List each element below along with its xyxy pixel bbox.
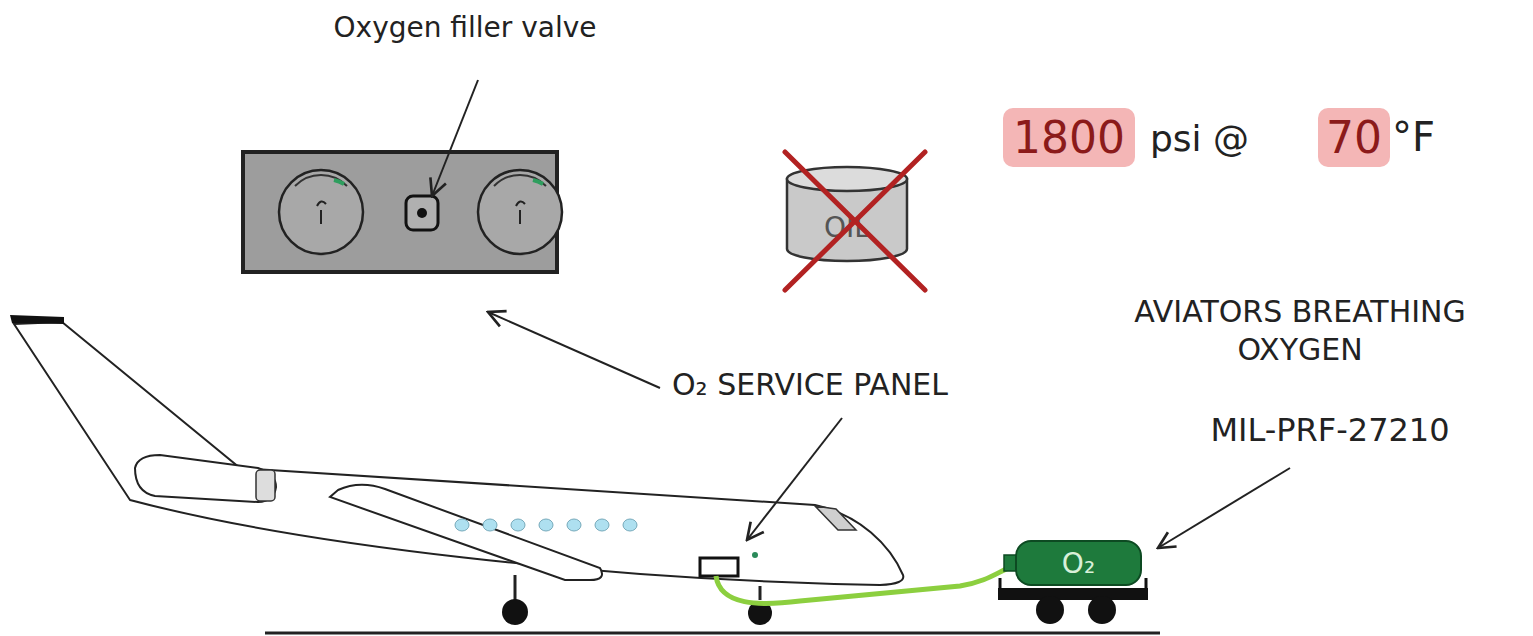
leader-arrow [1158, 468, 1290, 548]
cabin-window [511, 519, 525, 531]
temperature-value: 70 [1318, 108, 1390, 167]
service-panel [700, 558, 738, 576]
unit-label: °F [1392, 112, 1435, 162]
oil-can: OIL [783, 165, 911, 265]
cabin-windows [455, 519, 637, 531]
gauge-scale [494, 175, 546, 186]
gauge-needle [317, 201, 326, 224]
callout-label: AVIATORS BREATHING OXYGEN [1090, 293, 1510, 368]
wing [330, 485, 602, 580]
cabin-window [455, 519, 469, 531]
cart-base [998, 588, 1148, 600]
node-text: OIL [824, 211, 870, 244]
oxygen-cylinder: O₂ [1015, 540, 1142, 586]
service-panel-dot [752, 552, 758, 558]
callout-label: O₂ SERVICE PANEL [672, 366, 948, 404]
fuselage [14, 322, 903, 585]
leader-arrow [488, 312, 660, 388]
filler-valve-port [417, 208, 427, 218]
unit-label: psi @ [1150, 116, 1249, 161]
cabin-window [567, 519, 581, 531]
cabin-window [595, 519, 609, 531]
specification-label: MIL-PRF-27210 [1130, 410, 1530, 450]
prohibition-cross [785, 152, 925, 290]
pressure-gauge [478, 170, 562, 254]
node-text: O₂ [1062, 547, 1095, 580]
filler-valve [406, 196, 438, 230]
landing-gear-wheel [502, 599, 528, 625]
gauge-scale [295, 175, 347, 186]
gauge-green-band [334, 180, 344, 184]
gauge-needle [516, 201, 525, 224]
node-text-box: OIL [783, 189, 911, 265]
oxygen-hose [716, 565, 1016, 603]
cabin-window [483, 519, 497, 531]
cart-wheel [1036, 596, 1064, 624]
leader-arrow [747, 418, 842, 540]
horizontal-stabilizer [10, 315, 64, 324]
cockpit-window [815, 506, 856, 530]
cabin-window [623, 519, 637, 531]
landing-gear-strut [514, 575, 517, 600]
pressure-value: 1800 [1003, 108, 1135, 167]
prohibition-cross [785, 152, 925, 290]
cabin-window [539, 519, 553, 531]
gauge-green-band [533, 180, 543, 184]
engine-nacelle [135, 455, 276, 502]
pressure-gauge [279, 170, 363, 254]
leader-arrow [432, 80, 478, 196]
ground-line [265, 632, 1160, 635]
engine-inlet [256, 470, 275, 501]
can-lid [787, 167, 907, 191]
cart-wheel [1088, 596, 1116, 624]
callout-label: Oxygen filler valve [300, 10, 630, 45]
landing-gear-strut [759, 586, 762, 600]
node-text-box: O₂ [1017, 542, 1140, 584]
